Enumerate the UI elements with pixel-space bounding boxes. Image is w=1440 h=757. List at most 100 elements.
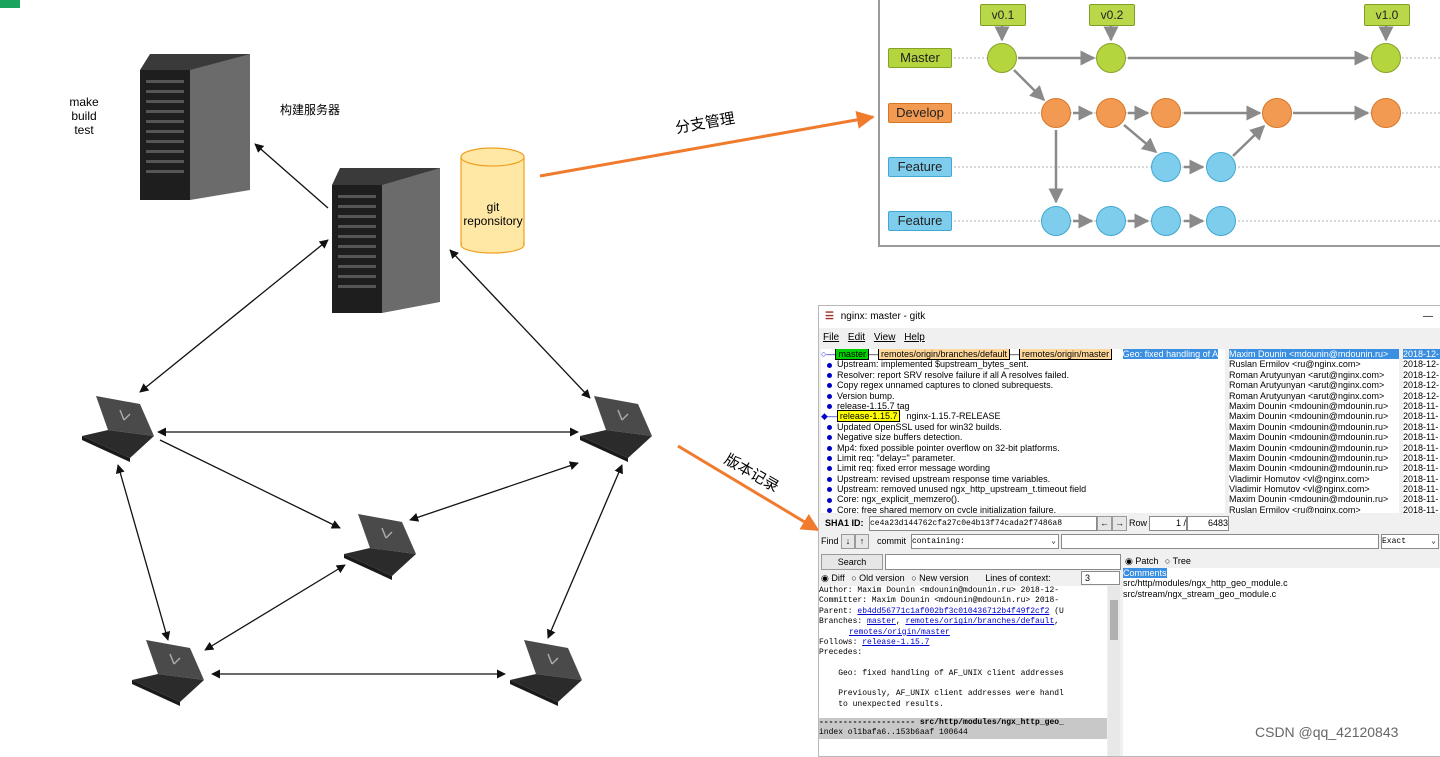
commit-row[interactable]: Upstream: implemented $upstream_bytes_se…	[821, 359, 1225, 369]
find-up-button[interactable]: ↑	[855, 534, 869, 549]
file-entry[interactable]: src/http/modules/ngx_http_geo_module.c	[1123, 578, 1288, 589]
commit-row[interactable]: Limit req: fixed error message wording	[821, 463, 1225, 473]
patch-radio[interactable]: ◉ Patch	[1125, 556, 1159, 566]
spacer	[819, 659, 1107, 669]
commit-msg: Geo: fixed handling of A	[1122, 349, 1219, 359]
menu-view[interactable]: View	[873, 332, 896, 343]
diff-header: -------------------- src/http/modules/ng…	[819, 717, 1107, 729]
find-down-button[interactable]: ↓	[841, 534, 855, 549]
branch-diagram: v0.1 v0.2 v1.0 Master Develop Feature Fe…	[878, 0, 1440, 247]
commit-row-head[interactable]: ○—master—remotes/origin/branches/default…	[821, 349, 1219, 360]
author-cell: Ruslan Ermilov <ru@nginx.com>	[1229, 359, 1361, 370]
sha1-field[interactable]: ce4a23d144762cfa27c0e4b13f74cada2f7486a8	[869, 516, 1097, 531]
commit-row[interactable]: Upstream: removed unused ngx_http_upstre…	[821, 484, 1225, 494]
commit-row[interactable]: Updated OpenSSL used for win32 builds.	[821, 422, 1225, 432]
branch-lines	[950, 24, 1440, 229]
branch-link[interactable]: remotes/origin/master	[849, 627, 950, 637]
edge-server-laptop1	[139, 239, 329, 393]
menu-file[interactable]: File	[823, 332, 840, 343]
commit-details-pane[interactable]: Author: Maxim Dounin <mdounin@mdounin.ru…	[819, 586, 1107, 756]
details-parent: Parent: eb4dd56771c1af002bf3c010436712b4…	[819, 606, 1064, 616]
file-entry[interactable]: src/stream/ngx_stream_geo_module.c	[1123, 588, 1277, 599]
details-precedes: Precedes:	[819, 648, 863, 658]
commit-author-list[interactable]: Maxim Dounin <mdounin@mdounin.ru> Ruslan…	[1229, 349, 1399, 513]
search-input[interactable]	[885, 554, 1121, 570]
details-branches: Branches: master, remotes/origin/branche…	[819, 617, 1060, 627]
date-cell: 2018-11-	[1403, 400, 1439, 411]
laptop-icon-3	[132, 640, 204, 706]
author-cell: Maxim Dounin <mdounin@mdounin.ru>	[1229, 463, 1389, 474]
spacer	[819, 679, 1107, 689]
commit-row[interactable]: Core: free shared memory on cycle initia…	[821, 505, 1225, 513]
comments-entry[interactable]: Comments	[1123, 568, 1167, 579]
tree-radio[interactable]: ○ Tree	[1164, 556, 1191, 566]
ref-remote-master: remotes/origin/master	[1019, 349, 1113, 360]
author-cell: Roman Arutyunyan <arut@nginx.com>	[1229, 390, 1385, 401]
date-cell: 2018-12-	[1403, 380, 1440, 391]
details-branches-cont: remotes/origin/master	[819, 628, 1107, 638]
build-server-label: 构建服务器	[279, 103, 340, 117]
commit-message-list[interactable]: ○—master—remotes/origin/branches/default…	[821, 349, 1225, 513]
minimize-icon[interactable]: —	[1423, 311, 1433, 322]
branch-link[interactable]: master	[867, 617, 896, 627]
find-label: Find	[821, 536, 839, 546]
arrow-to-branch-diagram	[539, 110, 875, 178]
date-cell: 2018-11-	[1403, 442, 1439, 453]
commit-row[interactable]: Upstream: revised upstream response time…	[821, 474, 1225, 484]
author-cell: Maxim Dounin <mdounin@mdounin.ru>	[1229, 494, 1389, 505]
commit-label: commit	[877, 536, 906, 546]
forward-arrow-button[interactable]: →	[1112, 516, 1127, 531]
commit-row[interactable]: Version bump.	[821, 391, 1225, 401]
author-cell: Maxim Dounin <mdounin@mdounin.ru>	[1229, 442, 1389, 453]
author-cell: Vladimir Homutov <vl@nginx.com>	[1229, 473, 1370, 484]
edge-laptop2-center	[409, 461, 579, 522]
find-exact-select[interactable]: Exact⌄	[1381, 534, 1439, 549]
details-body: Previously, AF_UNIX client addresses wer…	[819, 689, 1064, 699]
ref-master: master	[835, 349, 869, 360]
row-total-field: 6483	[1187, 516, 1229, 531]
context-lines-spinbox[interactable]: 3	[1081, 571, 1120, 585]
commit-node	[1206, 152, 1236, 182]
date-cell: 2018-12-	[1403, 390, 1440, 401]
menu-edit[interactable]: Edit	[847, 332, 866, 343]
commit-node	[987, 43, 1017, 73]
commit-node	[1151, 206, 1181, 236]
details-scrollbar[interactable]	[1108, 586, 1120, 756]
back-arrow-button[interactable]: ←	[1097, 516, 1112, 531]
date-cell: 2018-12-	[1403, 359, 1440, 370]
commit-node	[1041, 206, 1071, 236]
diff-options: ◉ Diff ○ Old version ○ New version Lines…	[821, 573, 1051, 584]
corner-marker	[0, 0, 20, 8]
commit-date-list[interactable]: 2018-12- 2018-12- 2018-12- 2018-12- 2018…	[1403, 349, 1440, 513]
details-committer: Committer: Maxim Dounin <mdounin@mdounin…	[819, 596, 1060, 606]
edge-server-buildbox	[254, 143, 329, 209]
commit-node	[1151, 152, 1181, 182]
date-cell: 2018-11-	[1403, 421, 1439, 432]
make-build-test-label: make build test	[69, 95, 99, 137]
follows-link[interactable]: release-1.15.7	[862, 637, 930, 647]
file-list-pane[interactable]: Comments src/http/modules/ngx_http_geo_m…	[1123, 568, 1440, 756]
parent-link[interactable]: eb4dd56771c1af002bf3c010436712b4f49f2cf2	[857, 606, 1050, 616]
commit-row[interactable]: Copy regex unnamed captures to cloned su…	[821, 380, 1225, 390]
diff-radio[interactable]: ◉ Diff	[821, 573, 845, 583]
new-version-radio[interactable]: ○ New version	[911, 573, 969, 583]
date-cell: 2018-11-	[1403, 473, 1439, 484]
find-type-select[interactable]: containing:⌄	[911, 534, 1059, 549]
commit-node	[1096, 206, 1126, 236]
laptop-icon-center	[344, 514, 416, 580]
gitk-titlebar: ☰ nginx: master - gitk —	[819, 306, 1440, 328]
branch-link[interactable]: remotes/origin/branches/default	[905, 617, 1055, 627]
commit-row[interactable]: release-1.15.7 tag	[821, 401, 1225, 411]
ref-remote-default: remotes/origin/branches/default	[877, 349, 1011, 360]
commit-row[interactable]: Negative size buffers detection.	[821, 432, 1225, 442]
commit-row[interactable]: Mp4: fixed possible pointer overflow on …	[821, 443, 1225, 453]
commit-row[interactable]: Limit req: "delay=" parameter.	[821, 453, 1225, 463]
find-text-input[interactable]	[1061, 534, 1379, 549]
commit-row[interactable]: Resolver: report SRV resolve failure if …	[821, 370, 1225, 380]
commit-row[interactable]: Core: ngx_explicit_memzero().	[821, 494, 1225, 504]
old-version-radio[interactable]: ○ Old version	[851, 573, 905, 583]
search-button[interactable]: Search	[821, 554, 883, 570]
menu-help[interactable]: Help	[904, 332, 925, 343]
date-cell: 2018-11-	[1403, 494, 1439, 505]
